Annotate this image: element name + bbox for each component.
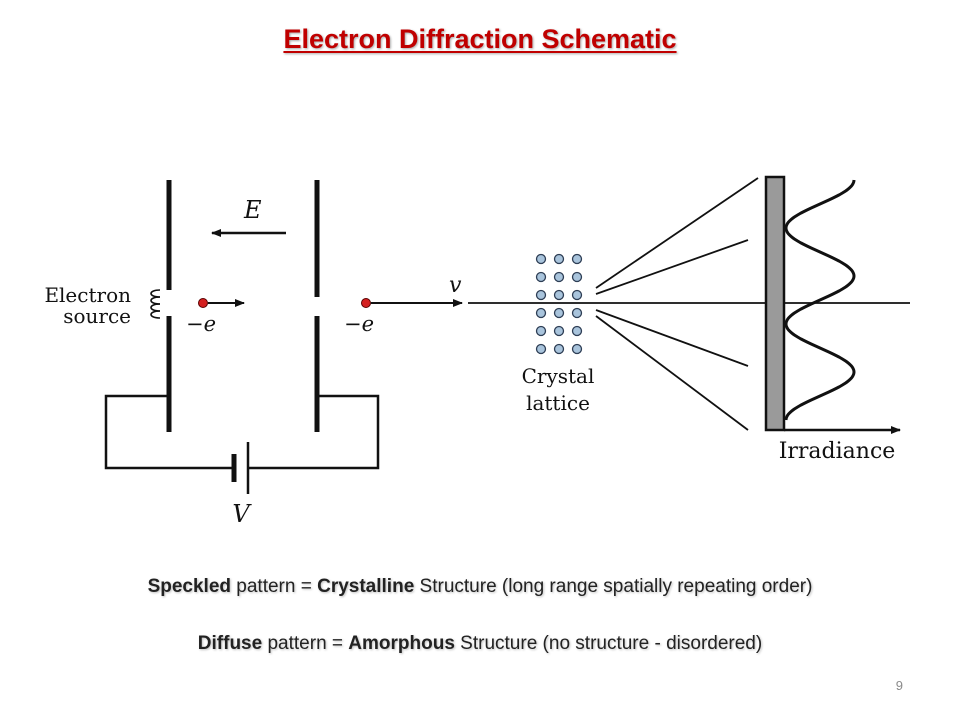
- velocity-label: v: [449, 273, 462, 298]
- lattice-atom: [571, 253, 583, 265]
- charge-label-2: −e: [344, 312, 374, 336]
- lattice-atom: [535, 289, 547, 301]
- diffracted-rays: [595, 177, 759, 431]
- lattice-atom: [553, 271, 565, 283]
- lattice-atom: [553, 289, 565, 301]
- lattice-atom: [535, 325, 547, 337]
- lattice-atom: [571, 307, 583, 319]
- caption-term: Speckled: [147, 576, 232, 597]
- caption-amorphous: Diffuse pattern = Amorphous Structure (n…: [0, 633, 960, 655]
- circuit-wire: [104, 394, 380, 470]
- lattice-atom: [535, 253, 547, 265]
- electron-dot-2: [361, 298, 371, 308]
- caption-text: pattern =: [231, 576, 318, 597]
- lattice-atom: [535, 343, 547, 355]
- caption-crystalline: Speckled pattern = Crystalline Structure…: [0, 576, 960, 598]
- lattice-atom: [553, 325, 565, 337]
- detector-screen: [764, 175, 786, 432]
- lattice-atom: [553, 253, 565, 265]
- ray: [595, 315, 749, 431]
- lattice-atom: [535, 271, 547, 283]
- source-label-line1: Electron: [44, 283, 131, 307]
- lattice-atom: [571, 271, 583, 283]
- filament-coil-icon: [150, 289, 161, 319]
- caption-text: Structure (no structure - disordered): [454, 633, 763, 654]
- crystal-lattice: [535, 253, 583, 355]
- slide-number: 9: [895, 678, 903, 693]
- lattice-atom: [553, 307, 565, 319]
- ray: [595, 177, 759, 289]
- caption-text: Structure (long range spatially repeatin…: [414, 576, 813, 597]
- lattice-label-line2: lattice: [526, 391, 590, 415]
- lattice-atom: [535, 307, 547, 319]
- charge-label-1: −e: [186, 312, 216, 336]
- ray: [595, 239, 749, 295]
- lattice-atom: [571, 343, 583, 355]
- ray: [595, 309, 749, 367]
- lattice-atom: [571, 325, 583, 337]
- source-label-line2: source: [63, 304, 131, 328]
- caption-text: pattern =: [262, 633, 349, 654]
- lattice-label-line1: Crystal: [522, 364, 595, 388]
- irradiance-curve: [784, 179, 856, 421]
- voltage-label: V: [232, 500, 252, 528]
- slide-title: Electron Diffraction Schematic: [283, 24, 677, 54]
- caption-term: Crystalline: [317, 576, 415, 597]
- electron-dot: [198, 298, 208, 308]
- field-label: E: [243, 196, 262, 224]
- caption-term: Diffuse: [197, 633, 263, 654]
- lattice-atom: [571, 289, 583, 301]
- lattice-atom: [553, 343, 565, 355]
- irradiance-label: Irradiance: [779, 439, 896, 464]
- caption-term: Amorphous: [348, 633, 455, 654]
